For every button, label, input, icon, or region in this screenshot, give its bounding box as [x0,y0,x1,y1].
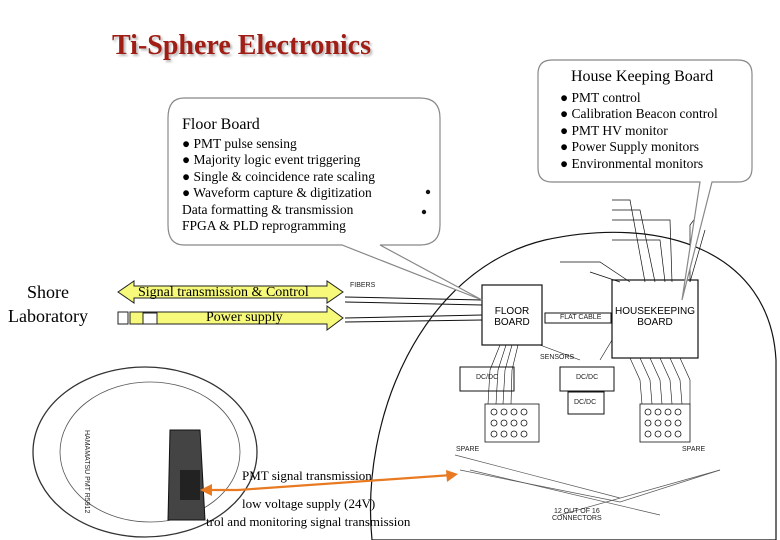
dcdc-label-2: DC/DC [576,374,599,381]
spare-label-right: SPARE [682,446,706,453]
dcdc-box-3 [567,391,605,415]
floor-board-list: ● PMT pulse sensing ● Majority logic eve… [182,136,375,234]
house-keeping-item: ● Environmental monitors [560,155,704,171]
control-label: trol and monitoring signal transmission [206,514,411,529]
floor-board-item: ● PMT pulse sensing [182,136,297,151]
floor-board-item: ● Waveform capture & digitization [182,185,372,201]
house-keeping-heading: House Keeping Board [571,68,714,85]
house-keeping-list: ● PMT control ● Calibration Beacon contr… [560,90,718,172]
low-voltage-label: low voltage supply (24V) [242,496,376,511]
housekeeping-callout-bubble [537,59,753,301]
sensors-label: SENSORS [540,354,575,361]
dcdc-label-3: DC/DC [574,399,597,406]
power-arrow-label: Power supply [206,310,283,325]
pmt-outline [32,366,258,538]
fibers-label: FIBERS [350,282,376,289]
floor-board-heading: Floor Board [182,116,260,133]
floor-board-item: ● Single & coincidence rate scaling [182,168,375,184]
floor-board-callout-bubble [167,97,483,301]
power-arrow [129,305,344,331]
floor-board-extra: Data formatting & transmission [182,201,354,217]
left-connector-grid [484,403,540,443]
flat-cable [544,312,612,324]
house-keeping-item: ● Calibration Beacon control [560,106,718,122]
connectors-label: 12 OUT OF 16 CONNECTORS [552,508,602,522]
page-title: Ti-Sphere Electronics [112,30,371,61]
dcdc-label-1: DC/DC [476,374,499,381]
pmt-label: HAMAMATSU PMT R5912 [83,430,90,514]
floor-board-item: ● Majority logic event triggering [182,152,361,168]
floor-board-box-label: FLOOR BOARD [494,306,530,328]
dcdc-box-2 [559,366,615,392]
housekeeping-box-label: HOUSEKEEPING BOARD [614,306,696,328]
house-keeping-item: ● PMT control [560,90,641,105]
floor-board-extra: FPGA & PLD reprogramming [182,218,346,234]
shore-laboratory-label: Shore Laboratory [8,282,88,326]
signal-arrow [117,280,344,304]
pmt-signal-label: PMT signal transmission [242,468,372,483]
sphere-outline [369,231,777,540]
signal-arrow-label: Signal transmission & Control [138,285,309,300]
house-keeping-item: ● PMT HV monitor [560,122,668,138]
house-keeping-item: ● Power Supply monitors [560,139,700,155]
spare-label-left: SPARE [456,446,480,453]
right-connector-grid [639,403,691,443]
flat-cable-label: FLAT CABLE [560,314,602,321]
